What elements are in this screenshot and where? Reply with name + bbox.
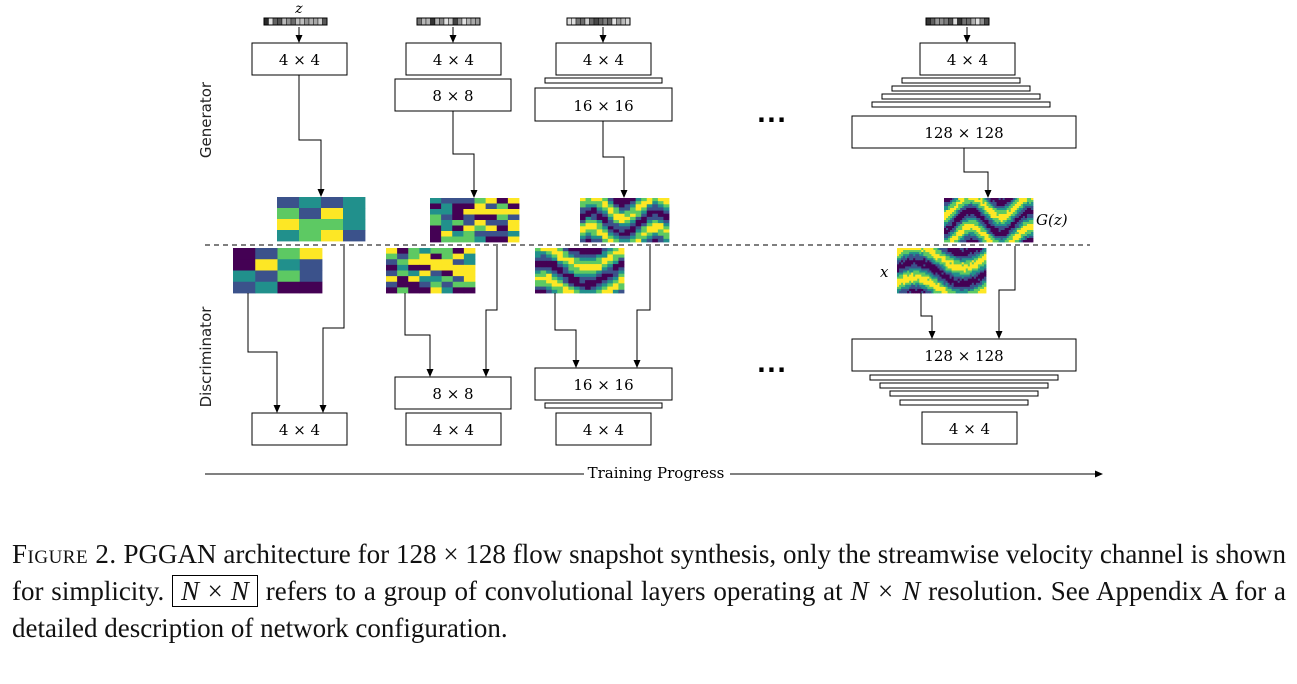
flow-arrow — [963, 148, 992, 198]
layer-bar — [881, 93, 1041, 100]
conv-block-128x128 — [851, 115, 1077, 149]
conv-block-label: 4 × 4 — [947, 51, 988, 69]
conv-block-4x4 — [251, 412, 348, 446]
latent-vectors — [263, 17, 990, 26]
figure-caption: Figure 2. PGGAN architecture for 128 × 1… — [12, 536, 1286, 647]
flow-snapshot — [535, 248, 625, 294]
layer-bar — [879, 382, 1049, 389]
flow-arrow — [602, 121, 628, 198]
flow-arrow — [995, 246, 1016, 339]
conv-block-label: 16 × 16 — [573, 97, 633, 115]
conv-block-label: 128 × 128 — [924, 347, 1003, 365]
conv-block-label: 4 × 4 — [949, 420, 990, 438]
flow-snapshot — [233, 248, 323, 294]
caption-resolution-symbol: N × N — [850, 576, 921, 606]
pggan-diagram: Generator Discriminator z 4 × 4 4 × 4 8 … — [197, 1, 1103, 484]
flow-arrow — [633, 246, 651, 368]
conv-block-4x4 — [405, 42, 502, 76]
conv-block-4x4 — [555, 412, 652, 446]
layer-bar — [899, 399, 1029, 406]
flow-arrow — [482, 246, 498, 377]
flow-snapshot — [386, 248, 476, 294]
training-progress-label: Training Progress — [588, 464, 725, 482]
discriminator-stage-4: 128 × 128 4 × 4 — [851, 246, 1077, 445]
conv-block-4x4 — [555, 42, 652, 76]
conv-block-label: 8 × 8 — [432, 385, 473, 403]
conv-block-128x128 — [851, 338, 1077, 372]
caption-boxed-symbol: N × N — [172, 575, 258, 607]
caption-text-3: resolution. See Appendix A for a detaile… — [12, 576, 1286, 643]
x-label: x — [880, 263, 889, 281]
flow-arrow — [404, 293, 434, 377]
gz-label: G(z) — [1036, 211, 1068, 229]
latent-vector — [566, 17, 631, 26]
flow-snapshot — [277, 197, 366, 242]
generator-ellipsis: ... — [757, 100, 787, 128]
flow-arrow — [554, 293, 580, 368]
discriminator-label: Discriminator — [197, 306, 215, 408]
generator-stage-2: 4 × 4 8 × 8 — [394, 42, 512, 198]
conv-block-4x4 — [921, 411, 1018, 445]
flow-arrow — [452, 111, 478, 198]
conv-block-4x4 — [405, 412, 502, 446]
layer-bar — [901, 77, 1021, 84]
flow-arrow — [247, 293, 281, 413]
latent-vector — [925, 17, 990, 26]
flow-snapshot — [430, 198, 520, 243]
discriminator-stage-2: 8 × 8 4 × 4 — [394, 246, 512, 446]
generator-stage-3: 4 × 4 16 × 16 — [534, 42, 673, 198]
layer-bar — [871, 101, 1051, 108]
caption-text-1: PGGAN architecture for 128 × 128 flow sn… — [12, 539, 1287, 606]
conv-block-label: 4 × 4 — [279, 421, 320, 439]
discriminator-stage-3: 16 × 16 4 × 4 — [534, 246, 673, 446]
layer-bar — [544, 77, 663, 84]
flow-arrow — [298, 75, 325, 197]
generator-stage-1: 4 × 4 — [251, 42, 348, 197]
discriminator-stage-1: 4 × 4 — [247, 246, 348, 446]
conv-block-label: 4 × 4 — [279, 51, 320, 69]
caption-figure-number: Figure 2. — [12, 539, 117, 569]
training-progress-label-bg — [584, 462, 730, 484]
conv-block-label: 16 × 16 — [573, 376, 633, 394]
generator-stage-4: 4 × 4 128 × 128 — [851, 42, 1077, 198]
layer-bar — [869, 374, 1059, 381]
flow-snapshot — [944, 198, 1034, 243]
conv-block-label: 4 × 4 — [433, 51, 474, 69]
layer-bar — [544, 402, 663, 409]
conv-block-label: 4 × 4 — [583, 421, 624, 439]
conv-block-16x16 — [534, 367, 673, 401]
conv-block-label: 128 × 128 — [924, 124, 1003, 142]
flow-arrow — [319, 246, 345, 413]
layer-bar — [891, 85, 1031, 92]
flow-snapshot — [897, 248, 987, 294]
latent-vector — [416, 17, 481, 26]
flow-arrow — [920, 293, 936, 339]
caption-text-2: refers to a group of convolutional layer… — [265, 576, 843, 606]
conv-block-label: 4 × 4 — [583, 51, 624, 69]
conv-block-16x16 — [534, 87, 673, 122]
real-snapshots — [233, 248, 987, 294]
generator-label: Generator — [197, 81, 215, 158]
conv-block-label: 8 × 8 — [432, 87, 473, 105]
latent-arrows — [295, 27, 971, 43]
z-label: z — [294, 1, 303, 17]
conv-block-label: 4 × 4 — [433, 421, 474, 439]
conv-block-8x8 — [394, 376, 512, 410]
conv-block-4x4 — [251, 42, 348, 76]
discriminator-ellipsis: ... — [757, 350, 787, 378]
layer-bar — [889, 390, 1039, 397]
generated-snapshots — [277, 197, 1034, 243]
conv-block-4x4 — [919, 42, 1016, 76]
latent-vector — [263, 17, 328, 26]
flow-snapshot — [580, 198, 670, 243]
